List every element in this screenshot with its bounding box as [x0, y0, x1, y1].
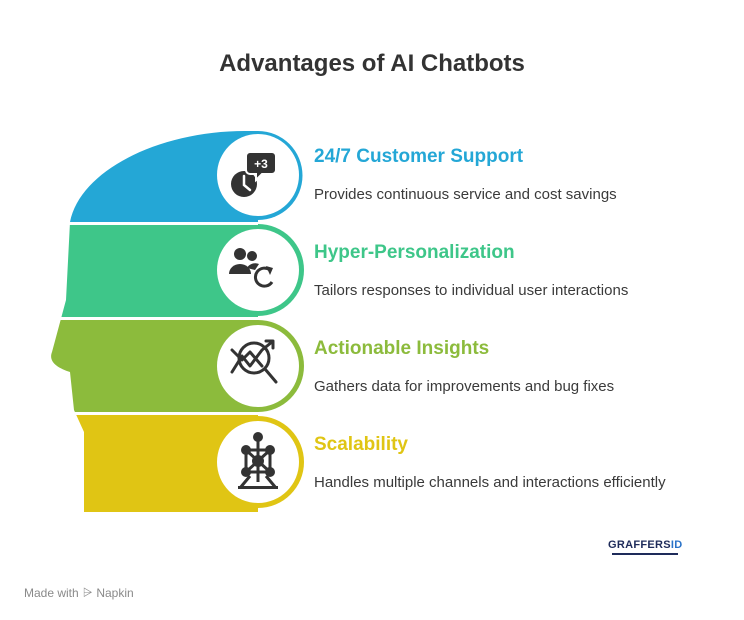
users-refresh-icon: [229, 248, 274, 288]
advantage-description: Tailors responses to individual user int…: [314, 282, 629, 299]
advantage-title: 24/7 Customer Support: [314, 146, 524, 167]
advantage-description: Provides continuous service and cost sav…: [314, 186, 617, 203]
advantage-title: Actionable Insights: [314, 338, 490, 359]
icon-circle-3: [217, 325, 299, 407]
advantage-item-personalization: Hyper-Personalization Tailors responses …: [314, 242, 628, 299]
clock-chat-icon: +3: [231, 151, 277, 197]
advantage-title: Hyper-Personalization: [314, 242, 515, 263]
napkin-brand: Napkin: [96, 585, 134, 600]
advantage-item-customer-support: 24/7 Customer Support Provides continuou…: [314, 146, 617, 203]
page-title: Advantages of AI Chatbots: [219, 50, 525, 77]
advantage-description: Handles multiple channels and interactio…: [314, 474, 666, 491]
logo-text-accent: ID: [670, 539, 683, 551]
advantage-item-insights: Actionable Insights Gathers data for imp…: [314, 338, 614, 395]
logo-underline: [612, 553, 678, 555]
graffersid-logo: GRAFFERSID: [608, 539, 683, 551]
advantage-title: Scalability: [314, 434, 408, 455]
advantage-description: Gathers data for improvements and bug fi…: [314, 378, 615, 395]
logo-text-main: GRAFFERS: [608, 539, 671, 551]
icon-badge-text: +3: [254, 157, 268, 171]
network-structure-icon: [238, 432, 278, 489]
chart-search-icon: [230, 339, 278, 384]
advantage-item-scalability: Scalability Handles multiple channels an…: [314, 434, 666, 491]
napkin-icon: ⩥: [82, 585, 93, 599]
made-with-footer[interactable]: Made with ⩥ Napkin: [24, 585, 134, 600]
made-with-label: Made with: [24, 585, 79, 600]
